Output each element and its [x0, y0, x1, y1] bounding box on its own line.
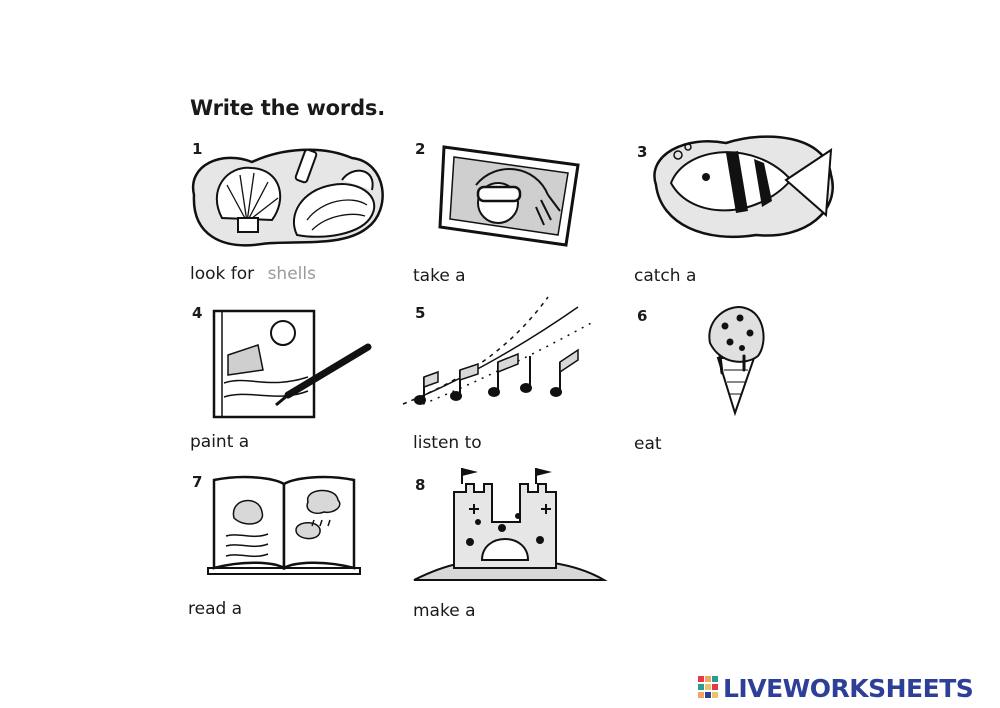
prompt-text-4: paint a — [190, 432, 250, 452]
prompt-text-6: eat — [634, 434, 662, 454]
item-prompt-7: read a — [188, 599, 316, 619]
item-number-1: 1 — [192, 140, 203, 158]
logo-text: LIVEWORKSHEETS — [723, 673, 974, 703]
book-icon — [207, 475, 361, 575]
liveworksheets-logo: LIVEWORKSHEETS — [697, 672, 974, 704]
worksheet-title: Write the words. — [190, 96, 385, 120]
item-prompt-2: take a — [413, 266, 539, 286]
item-number-5: 5 — [415, 304, 426, 322]
liveworksheets-logo-icon — [698, 676, 718, 698]
item-number-7: 7 — [192, 473, 203, 491]
item-prompt-3: catch a — [634, 266, 770, 286]
prompt-text-3: catch a — [634, 266, 697, 286]
photo-icon — [438, 145, 580, 247]
item-number-2: 2 — [415, 140, 426, 158]
prompt-text-7: read a — [188, 599, 243, 619]
item-prompt-8: make a — [413, 601, 549, 621]
item-prompt-4: paint a — [190, 432, 323, 452]
prompt-text-2: take a — [413, 266, 466, 286]
item-number-6: 6 — [637, 307, 648, 325]
item-number-4: 4 — [192, 304, 203, 322]
fish-icon — [653, 135, 834, 239]
sandcastle-icon — [413, 468, 608, 581]
music-icon — [402, 296, 594, 405]
item-prompt-1: look for shells — [190, 264, 328, 284]
item-number-8: 8 — [415, 476, 426, 494]
item-prompt-6: eat — [634, 434, 735, 454]
answer-field-1[interactable]: shells — [267, 264, 316, 284]
prompt-text-8: make a — [413, 601, 476, 621]
item-prompt-5: listen to — [413, 433, 555, 453]
ice-cream-icon — [708, 306, 765, 417]
item-number-3: 3 — [637, 143, 648, 161]
shells-icon — [191, 148, 384, 247]
prompt-text-5: listen to — [413, 433, 482, 453]
painting-icon — [212, 309, 372, 419]
prompt-text-1: look for — [190, 264, 255, 284]
